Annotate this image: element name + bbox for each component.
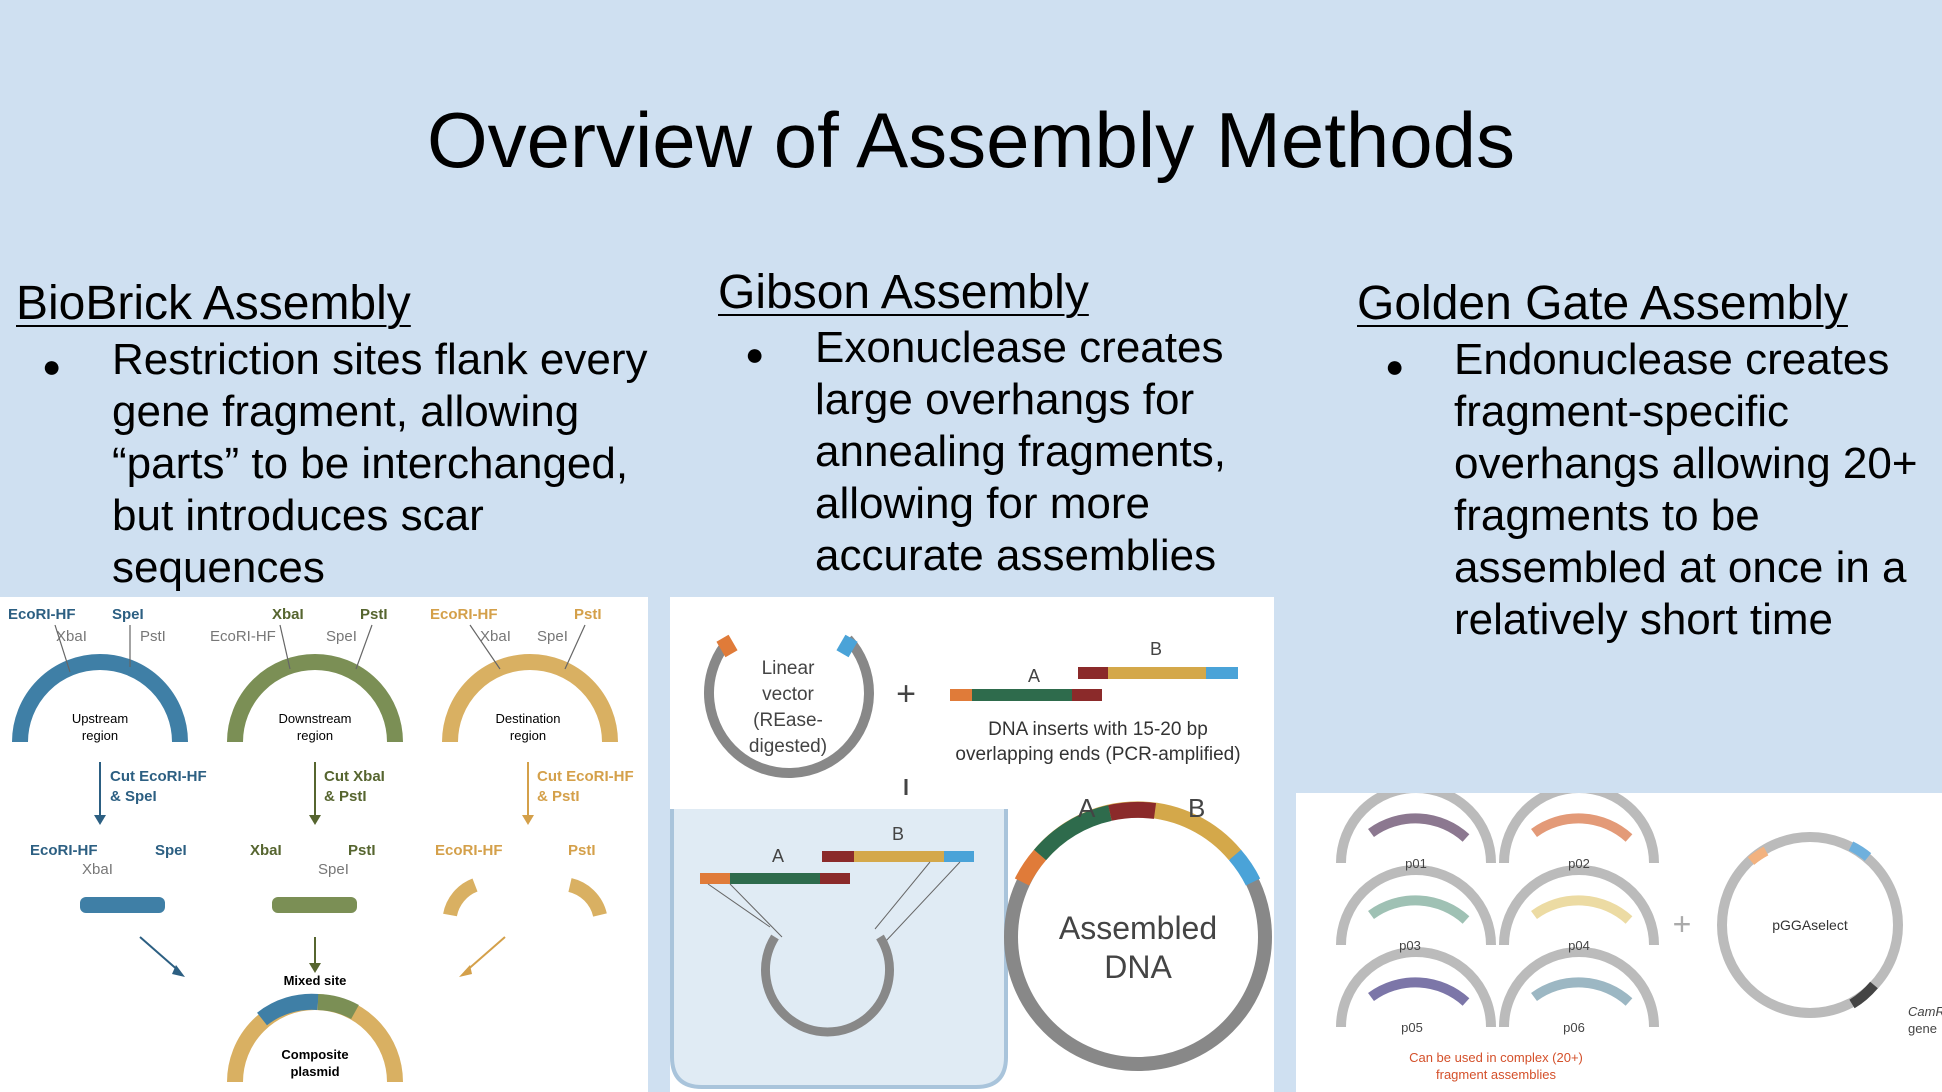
golden-gate-figure: p01 p02 p03 p04 p05 p06 + pGGAselect Cam… (1296, 783, 1942, 1092)
camr-line2: gene (1908, 1021, 1937, 1036)
tube-label-a: A (772, 846, 784, 866)
biobrick-diagram: EcoRI-HF SpeI XbaI PstI XbaI PstI EcoRI-… (8, 606, 634, 1083)
pggaselect-circle (1717, 832, 1903, 1018)
biobrick-heading: BioBrick Assembly (16, 277, 411, 330)
mixed-site-label: Mixed site (284, 973, 347, 988)
part-p03: p03 (1399, 938, 1421, 953)
ecori-label-3: EcoRI-HF (430, 606, 498, 623)
cut2-line2: & PstI (324, 788, 367, 805)
biobrick-figure: EcoRI-HF SpeI XbaI PstI XbaI PstI EcoRI-… (0, 597, 648, 1092)
downstream-region-label: region (297, 728, 333, 743)
downstream-fragment (272, 897, 357, 913)
spel-grey-label-2: SpeI (326, 628, 357, 645)
golden-gate-heading: Golden Gate Assembly (1357, 277, 1848, 330)
xbal-grey-label-1: XbaI (56, 628, 87, 645)
ecori-label-4: EcoRI-HF (30, 842, 98, 859)
ecori-label-6: EcoRI-HF (435, 842, 503, 859)
golden-gate-caption-line1: Can be used in complex (20+) (1409, 1050, 1583, 1065)
linear-vector-line4: digested) (749, 736, 827, 757)
slide-title: Overview of Assembly Methods (426, 96, 1516, 184)
composite-line1: Composite (281, 1047, 348, 1062)
golden-gate-plus: + (1673, 906, 1692, 942)
part-p05: p05 (1401, 1020, 1423, 1035)
linear-vector-line3: (REase- (753, 710, 823, 731)
golden-gate-caption-line2: fragment assemblies (1436, 1067, 1556, 1082)
assembled-label-b: B (1188, 793, 1205, 823)
cut3-line1: Cut EcoRI-HF (537, 768, 634, 785)
destination-label: Destination (495, 711, 560, 726)
pstl-label-5: PstI (348, 842, 376, 859)
part-p02: p02 (1568, 856, 1590, 871)
destination-region-label: region (510, 728, 546, 743)
downstream-arc (227, 654, 403, 743)
biobrick-text: Restriction sites flank every gene fragm… (112, 335, 648, 592)
inserts-line1: DNA inserts with 15-20 bp (988, 719, 1208, 740)
gibson-text: Exonuclease creates large overhangs for … (815, 323, 1226, 580)
cut1-line2: & SpeI (110, 788, 157, 805)
inserts-line2: overlapping ends (PCR-amplified) (955, 744, 1240, 765)
golden-gate-text: Endonuclease creates fragment-specific o… (1454, 335, 1918, 644)
xbal-grey-label-3: XbaI (480, 628, 511, 645)
part-p01: p01 (1405, 856, 1427, 871)
tube-label-b: B (892, 824, 904, 844)
upstream-arc (12, 654, 188, 743)
xbal-grey-label-4: XbaI (82, 861, 113, 878)
pstl-label-3: PstI (574, 606, 602, 623)
assembled-line1: Assembled (1059, 910, 1217, 946)
linear-vector-line1: Linear (762, 658, 815, 679)
spel-grey-label-3: SpeI (537, 628, 568, 645)
pstl-grey-label-1: PstI (140, 628, 166, 645)
gibson-figure: Linear vector (REase- digested) + A B DN… (670, 597, 1274, 1092)
destination-right-end (568, 878, 607, 917)
cut3-line2: & PstI (537, 788, 580, 805)
pggaselect-label: pGGAselect (1772, 917, 1848, 933)
golden-gate-diagram: p01 p02 p03 p04 p05 p06 + pGGAselect Cam… (1336, 783, 1942, 1082)
gibson-plus: + (896, 675, 916, 713)
gibson-heading: Gibson Assembly (718, 266, 1089, 319)
downstream-label: Downstream (279, 711, 352, 726)
gibson-diagram: Linear vector (REase- digested) + A B DN… (670, 634, 1272, 1089)
cut2-line1: Cut XbaI (324, 768, 385, 785)
part-p06: p06 (1563, 1020, 1585, 1035)
upstream-label: Upstream (72, 711, 128, 726)
composite-line2: plasmid (290, 1064, 339, 1079)
tube-vector-arc (761, 934, 894, 1037)
linear-vector-arc (703, 635, 874, 779)
xbal-label-2: XbaI (272, 606, 304, 623)
xbal-label-5: XbaI (250, 842, 282, 859)
gibson-label-b: B (1150, 639, 1162, 659)
ecori-label-1: EcoRI-HF (8, 606, 76, 623)
upstream-region-label: region (82, 728, 118, 743)
cut1-line1: Cut EcoRI-HF (110, 768, 207, 785)
linear-vector-line2: vector (762, 684, 814, 705)
biobrick-bullet: ● (42, 348, 62, 384)
spel-grey-label-5: SpeI (318, 861, 349, 878)
spel-label-4: SpeI (155, 842, 187, 859)
assembled-label-a: A (1078, 793, 1096, 823)
golden-gate-bullet: ● (1385, 348, 1405, 384)
destination-arc (442, 654, 618, 743)
ecori-grey-label-2: EcoRI-HF (210, 628, 276, 645)
pstl-label-2: PstI (360, 606, 388, 623)
gibson-label-a: A (1028, 666, 1040, 686)
pstl-label-6: PstI (568, 842, 596, 859)
destination-left-end (443, 878, 478, 917)
reaction-tube (670, 809, 1008, 1089)
gibson-bullet: ● (745, 336, 765, 372)
upstream-fragment (80, 897, 165, 913)
camr-line1: CamR (1908, 1004, 1942, 1019)
part-p04: p04 (1568, 938, 1590, 953)
spel-label-1: SpeI (112, 606, 144, 623)
assembled-line2: DNA (1104, 949, 1172, 985)
